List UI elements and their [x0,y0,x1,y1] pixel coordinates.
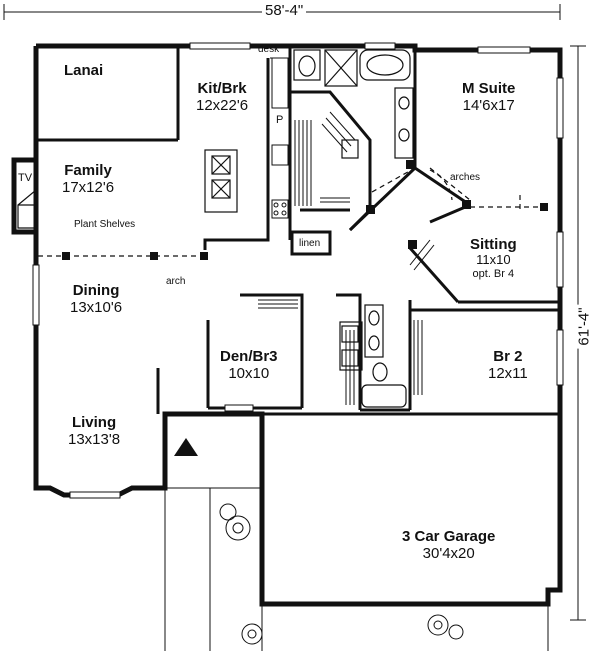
room-name: Lanai [64,62,104,79]
room-size: 11x10 [476,252,511,268]
bath-fixtures [293,49,414,408]
plant-shelves-label: Plant Shelves [74,219,136,230]
room-living: Living 13x13'8 [68,414,120,449]
columns [62,160,548,260]
width-dimension: 58'-4" [262,2,307,19]
interior-walls [36,46,560,416]
desk-label: desk [258,44,280,55]
room-lanai: Lanai [64,62,103,79]
room-size: 14'6x17 [462,97,515,115]
room-name: M Suite [462,80,516,97]
room-name: Kit/Brk [197,80,247,97]
entry-arrow-icon [174,438,198,456]
room-size: 12x11 [488,365,528,383]
room-name: Sitting [470,236,517,253]
room-sitting: Sitting 11x10 opt. Br 4 [470,236,517,281]
room-den: Den/Br3 10x10 [220,348,278,383]
fireplace [17,188,37,229]
tv-label: TV [18,172,33,184]
room-note: opt. Br 4 [472,268,515,281]
room-garage: 3 Car Garage 30'4x20 [402,528,495,563]
room-name: Den/Br3 [220,348,278,365]
room-dining: Dining 13x10'6 [70,282,122,317]
exterior-walls [11,43,563,607]
room-size: 10x10 [228,365,270,383]
arch-label: arch [166,276,186,287]
room-size: 17x12'6 [62,179,115,197]
room-kitchen: Kit/Brk 12x22'6 [196,80,248,115]
windows [32,42,564,499]
pantry-label: P [276,114,284,126]
kitchen-appliances [270,57,290,219]
room-name: Br 2 [493,348,523,365]
room-size: 30'4x20 [422,545,475,563]
room-name: 3 Car Garage [402,528,496,545]
room-family: Family 17x12'6 [62,162,114,197]
room-name: Living [71,414,117,431]
room-name: Family [64,162,112,179]
room-size: 12x22'6 [196,97,249,115]
room-size: 13x10'6 [70,299,123,317]
closet-hatch [258,111,435,405]
room-br2: Br 2 12x11 [488,348,528,383]
depth-dimension: 61'-4" [575,304,593,349]
landscaping [164,488,549,651]
room-size: 13x13'8 [68,431,121,449]
room-msuite: M Suite 14'6x17 [462,80,515,115]
room-name: Dining [72,282,120,299]
kitchen-island [204,149,238,213]
arches-label: arches [450,172,481,183]
linen-label: linen [299,238,321,249]
